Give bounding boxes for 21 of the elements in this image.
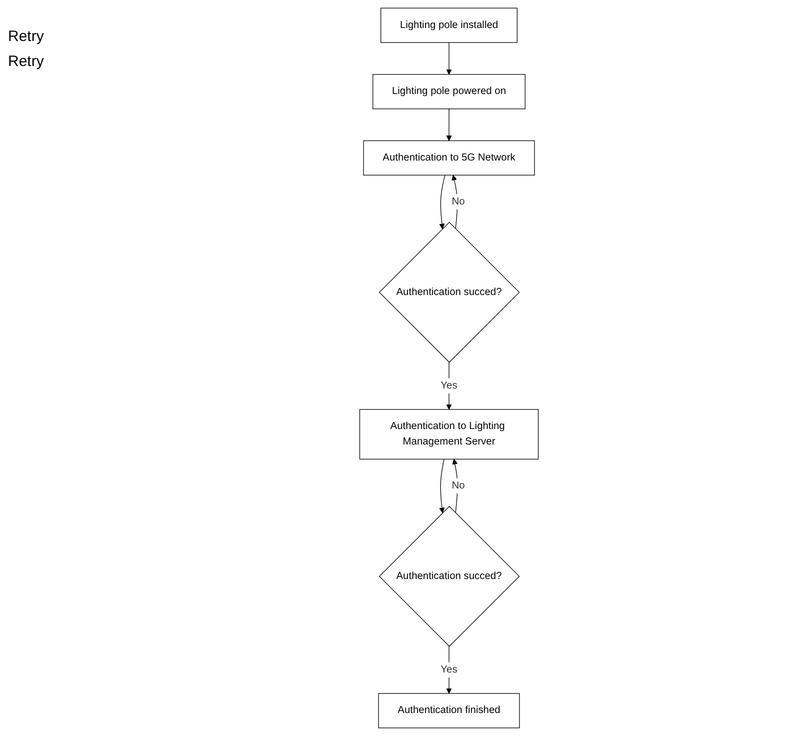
arrow xyxy=(451,174,458,230)
arrow xyxy=(446,646,452,694)
node-box: Authentication to Lighting Management Server xyxy=(358,409,538,460)
node-diamond: Authentication succed? xyxy=(378,222,520,363)
node-box: Lighting pole installed xyxy=(380,8,518,43)
arrow xyxy=(438,458,444,514)
edge-label: Yes xyxy=(440,664,457,675)
edge-label: Yes xyxy=(440,380,457,391)
note-label: Retry xyxy=(8,28,45,45)
arrow xyxy=(452,458,458,514)
arrow xyxy=(438,174,445,230)
node-box: Lighting pole powered on xyxy=(372,74,525,110)
node-box: Authentication to 5G Network xyxy=(362,140,534,176)
edge-label: No xyxy=(451,480,464,491)
arrow xyxy=(446,362,452,410)
arrow xyxy=(446,42,452,75)
node-diamond: Authentication succed? xyxy=(378,506,520,647)
node-box: Authentication finished xyxy=(378,693,520,728)
arrow xyxy=(446,108,452,141)
note-label: Retry xyxy=(8,53,45,70)
edge-label: No xyxy=(451,196,464,207)
